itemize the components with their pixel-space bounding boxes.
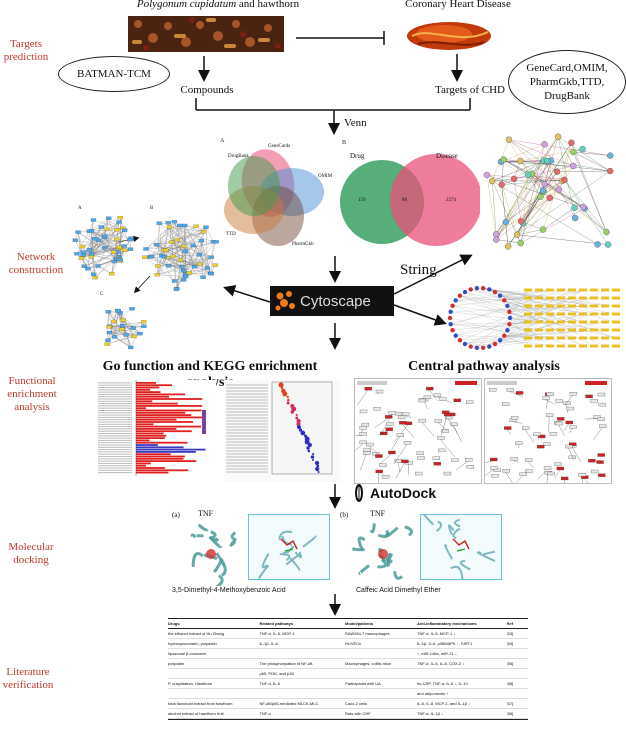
table-header-cell: Model/patients: [345, 621, 374, 626]
table-cell: TNF-α, IL-6, MCP-1: [259, 631, 295, 636]
table-cell: HUVECs: [345, 641, 362, 646]
table-row: polydatin The phosphorylation of NF-κB Mac…: [168, 659, 528, 669]
docking-b-ligand: Caffeic Acid Dimethyl Ether: [356, 587, 441, 594]
pathway-map-1: [354, 378, 482, 484]
table-cell: and adiponectin ↑: [417, 691, 449, 696]
table-cell: polydatin: [168, 661, 185, 666]
table-row: p65, PI3K, and p38: [168, 669, 528, 679]
table-row: the ethanol extract of Hu Zhang TNF-α, IL…: [168, 629, 528, 639]
docking-b-label: (b): [340, 511, 349, 519]
table-cell: IL-1β, IL-6: [259, 641, 278, 646]
batman-tcm-node: BATMAN-TCM: [58, 56, 170, 92]
table-cell: Rats with CHF: [345, 711, 371, 716]
disease-title: Coronary Heart Disease: [405, 0, 511, 10]
table-cell: The phosphorylation of NF-κB: [259, 661, 313, 666]
ppi-network-panels: A B C: [70, 206, 250, 356]
venn-label: Venn: [344, 117, 367, 129]
table-cell: [58]: [506, 711, 514, 716]
table-cell: NF-κB/p65-mediated MLCK-MLC: [259, 701, 319, 706]
table-cell: TNF-α, IL-6, IL-8, COX-2 ↓: [417, 661, 465, 666]
stage-molecular-docking: Molecular docking: [8, 541, 54, 566]
pathway-map-2: [484, 378, 612, 484]
table-cell: IL-6, IL-8, MCP-1, and IL-1β ↓: [417, 701, 471, 706]
stage-literature-verification: Literature verification: [2, 666, 54, 691]
table-cell: hs-CRP, TNF-α, IL-6 ↓, IL-10: [417, 681, 468, 686]
table-row: P. cuspidatum, Hawthorn TNF-α, IL-6 Partic…: [168, 679, 528, 689]
docking-b-binding-site: [420, 514, 502, 580]
table-cell: TNF-α, IL-1β ↓: [417, 711, 443, 716]
arrow-cyto-string: [393, 254, 473, 295]
table-cell: IL-1β, IL-6, p38MAPK ↓, SIRT1: [417, 641, 473, 646]
table-cell: TNF-α, IL-6: [259, 681, 280, 686]
table-cell: Caco-2 cells: [345, 701, 368, 706]
databases-node: GeneCard,OMIM, PharmGkb,TTD, DrugBank: [508, 50, 626, 114]
venn-diagram-a: A GeneCards OMIM DrugBank TTD PharmGkb: [220, 138, 333, 247]
table-cell: Macrophages, colitis mice: [345, 661, 392, 666]
table-cell: Participants with UA: [345, 681, 381, 686]
string-label: String: [400, 262, 437, 278]
stage-network-construction: Network construction: [8, 251, 64, 276]
cytoscape-logo: Cytoscape: [270, 286, 394, 316]
table-cell: [55]: [506, 661, 514, 666]
string-network: [478, 126, 624, 256]
table-cell: ↑, miR-146a, miR-21 ↓: [417, 651, 457, 656]
heart-photo: [404, 16, 494, 54]
table-cell: p65, PI3K, and p38: [259, 671, 294, 676]
table-row: total flavonoid extract from hawthorn NF-…: [168, 699, 528, 709]
table-header-row: Drugs Related pathways Model/patients Anti-…: [168, 619, 528, 629]
stage-functional-enrichment: Functional enrichment analysis: [7, 375, 57, 413]
table-cell: [57]: [506, 701, 514, 706]
table-cell: [56]: [506, 681, 514, 686]
docking-b-protein: TNF: [370, 509, 386, 518]
table-header-cell: Related pathways: [259, 621, 294, 626]
table-cell: the ethanol extract of Hu Zhang: [168, 631, 225, 636]
table-row: and adiponectin ↑: [168, 689, 528, 699]
targets-chd-label: Targets of CHD: [435, 84, 505, 96]
table-cell: liposomal β-coumarin: [168, 651, 207, 656]
stage-targets-prediction: Targets prediction: [3, 38, 49, 63]
kegg-dot-plot: [224, 380, 340, 482]
venn-diagram-b: B Drug Disease 159 80 2274: [340, 140, 480, 254]
docking-a-protein: TNF: [198, 509, 214, 518]
docking-a-binding-site: [248, 514, 330, 580]
table-cell: [53]: [506, 631, 514, 636]
table-cell: alcohol extract of hawthorn fruit: [168, 711, 224, 716]
herb-photo: [128, 16, 284, 52]
table-cell: total flavonoid extract from hawthorn: [168, 701, 233, 706]
docking-a-ligand: 3,5-Dimethyl-4-Methoxybenzoic Acid: [172, 587, 286, 594]
table-cell: hydroxycoumarin, polydatin: [168, 641, 217, 646]
circular-network: [446, 284, 624, 352]
herb-title: Polygonum cupidatum and hawthorn: [136, 0, 300, 10]
arrow-cyto-circle: [393, 304, 447, 326]
go-bar-chart: [94, 380, 216, 482]
table-header-cell: Ref: [506, 621, 513, 626]
table-cell: [54]: [506, 641, 514, 646]
docking-b-protein-structure: [348, 520, 418, 586]
table-cell: TNF-α, IL-6, MCP-1 ↓: [417, 631, 456, 636]
table-cell: TNF-α: [259, 711, 271, 716]
table-row: hydroxycoumarin, polydatin IL-1β, IL-6 HUV…: [168, 639, 528, 649]
table-cell: RAW264.7 macrophages: [345, 631, 390, 636]
table-header-cell: Drugs: [168, 621, 180, 626]
docking-a-protein-structure: [176, 520, 246, 586]
table-row: alcohol extract of hawthorn fruit TNF-α Ra…: [168, 709, 528, 719]
table-cell: P. cuspidatum, Hawthorn: [168, 681, 213, 686]
docking-a-label: (a): [172, 511, 180, 519]
central-pathway-title: Central pathway analysis: [408, 359, 560, 374]
compounds-label: Compounds: [180, 84, 234, 96]
table-header-cell: Anti-inflammatory mechanisms: [417, 621, 477, 626]
arrow-cyto-network: [223, 285, 271, 303]
literature-table: Drugs Related pathways Model/patients Anti-…: [168, 618, 528, 720]
table-row: liposomal β-coumarin ↑, miR-146a, miR-21 …: [168, 649, 528, 659]
autodock-logo: AutoDock: [352, 482, 436, 504]
